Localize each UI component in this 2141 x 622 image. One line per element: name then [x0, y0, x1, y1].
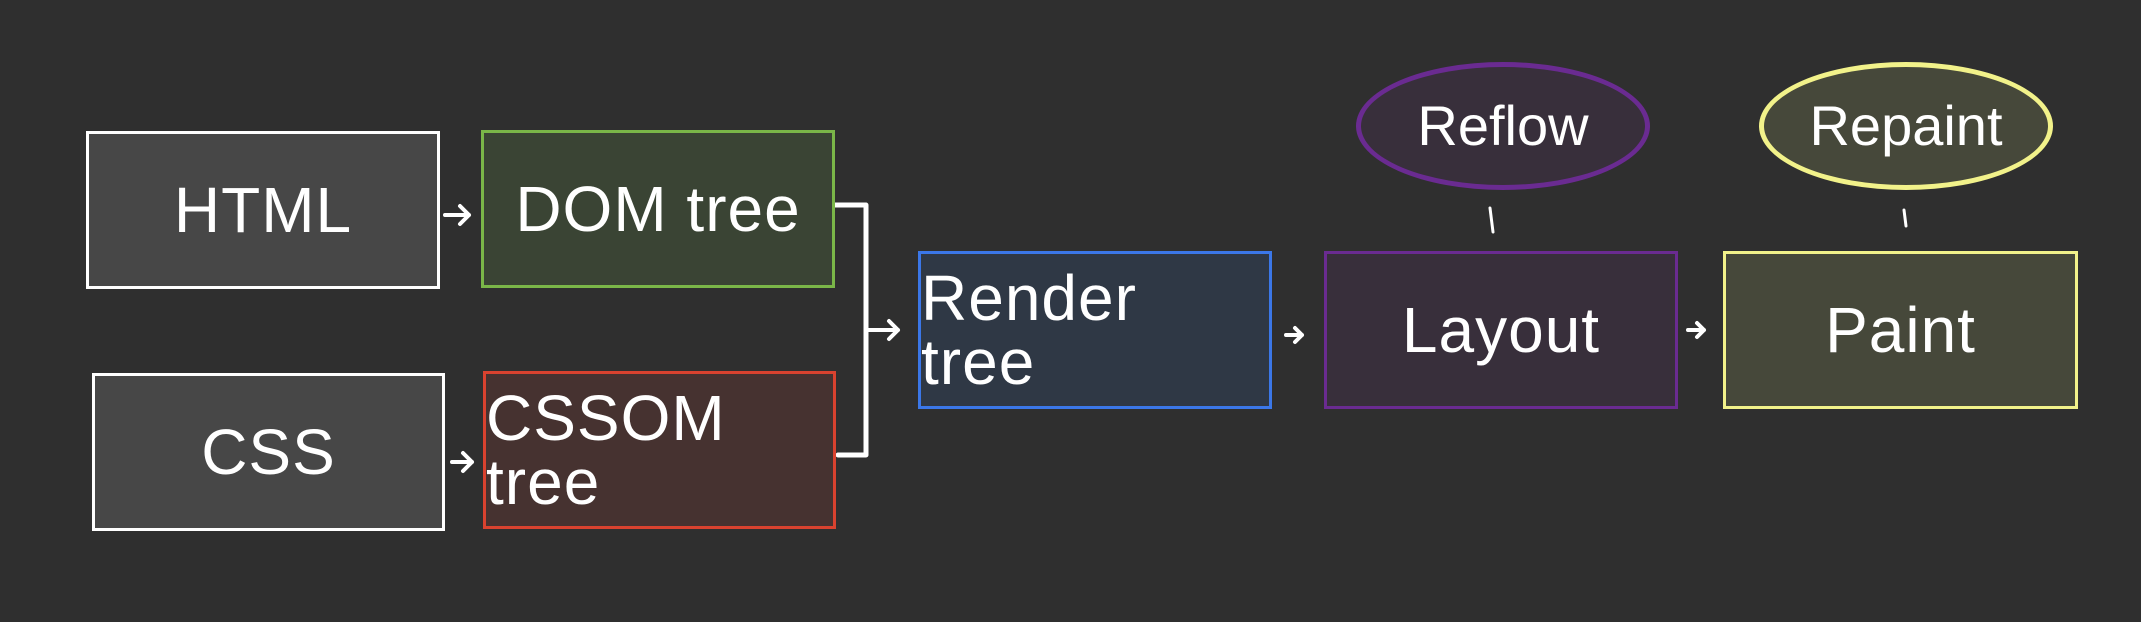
arrow-html-to-dom: [443, 204, 471, 226]
layout-node-label: Layout: [1401, 294, 1601, 366]
repaint-connector-tick: [1902, 208, 1908, 228]
dom-tree-node: DOM tree: [481, 130, 835, 288]
cssom-tree-node: CSSOM tree: [483, 371, 836, 529]
repaint-annotation: Repaint: [1759, 62, 2053, 190]
css-node: CSS: [92, 373, 445, 531]
arrow-render-to-layout: [1284, 326, 1304, 344]
arrow-layout-to-paint: [1686, 321, 1706, 339]
paint-node: Paint: [1723, 251, 2078, 409]
dom-tree-node-label: DOM tree: [515, 173, 801, 245]
arrow-to-render-tree: [864, 319, 900, 341]
arrow-css-to-cssom: [450, 451, 474, 473]
reflow-connector-tick: [1488, 206, 1495, 234]
merge-bracket: [831, 202, 869, 458]
repaint-annotation-label: Repaint: [1809, 94, 2003, 157]
cssom-tree-node-label: CSSOM tree: [486, 382, 726, 518]
reflow-annotation: Reflow: [1356, 62, 1650, 190]
reflow-annotation-label: Reflow: [1417, 94, 1589, 157]
layout-node: Layout: [1324, 251, 1678, 409]
paint-node-label: Paint: [1825, 294, 1976, 366]
html-node-label: HTML: [173, 174, 353, 246]
html-node: HTML: [86, 131, 440, 289]
css-node-label: CSS: [201, 416, 336, 488]
render-tree-node: Render tree: [918, 251, 1272, 409]
render-tree-node-label: Render tree: [921, 262, 1137, 398]
